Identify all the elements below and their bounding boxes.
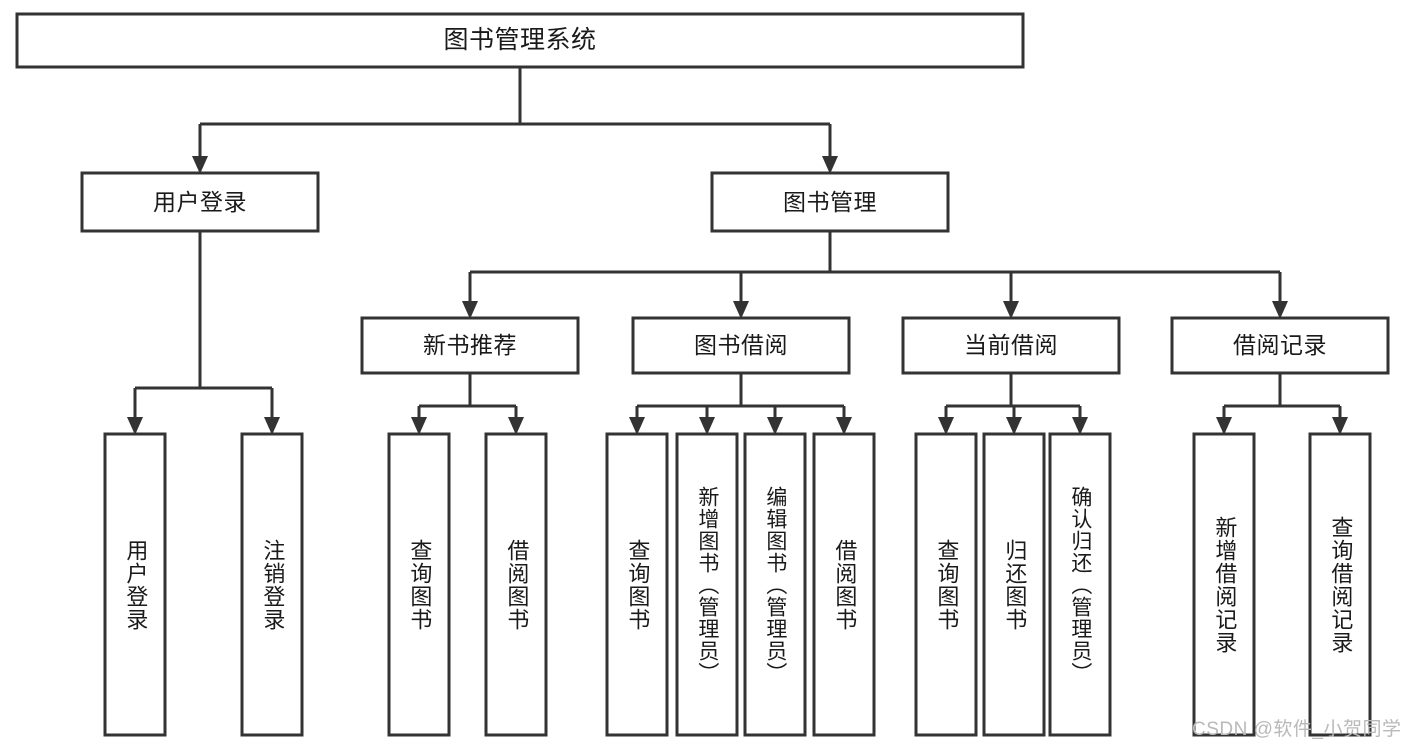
arrow-icon-to-book-management bbox=[822, 156, 838, 174]
node-box-leaf-current-borrow-0[interactable] bbox=[914, 432, 978, 737]
node-box-root[interactable] bbox=[15, 12, 1025, 69]
arrow-icon-leaf-user-login-0 bbox=[127, 417, 143, 435]
arrow-icon-to-user-login bbox=[192, 156, 208, 174]
node-box-user-login[interactable] bbox=[80, 171, 320, 233]
node-box-leaf-book-borrow-3[interactable] bbox=[812, 432, 876, 737]
arrow-icon-leaf-book-borrow-3 bbox=[836, 417, 852, 435]
node-box-leaf-book-borrow-1[interactable] bbox=[675, 432, 739, 737]
arrow-icon-leaf-current-borrow-0 bbox=[938, 417, 954, 435]
node-box-leaf-current-borrow-2[interactable] bbox=[1048, 432, 1112, 737]
arrow-icon-leaf-current-borrow-2 bbox=[1072, 417, 1088, 435]
node-box-book-management[interactable] bbox=[710, 171, 950, 233]
node-box-leaf-current-borrow-1[interactable] bbox=[982, 432, 1046, 737]
arrow-icon-to-new-book-recommend bbox=[462, 301, 478, 319]
node-box-leaf-borrow-record-1[interactable] bbox=[1308, 432, 1372, 737]
node-box-current-borrow[interactable] bbox=[901, 316, 1121, 375]
arrow-icon-leaf-borrow-record-1 bbox=[1332, 417, 1348, 435]
node-box-leaf-user-login-0[interactable] bbox=[103, 432, 167, 737]
node-box-new-book-recommend[interactable] bbox=[360, 316, 580, 375]
node-box-leaf-user-login-1[interactable] bbox=[240, 432, 304, 737]
node-box-leaf-new-book-0[interactable] bbox=[387, 432, 451, 737]
node-box-leaf-book-borrow-2[interactable] bbox=[743, 432, 807, 737]
arrow-icon-to-borrow-record bbox=[1272, 301, 1288, 319]
arrow-icon-leaf-book-borrow-0 bbox=[629, 417, 645, 435]
arrow-icon-leaf-user-login-1 bbox=[264, 417, 280, 435]
node-box-leaf-book-borrow-0[interactable] bbox=[605, 432, 669, 737]
node-box-leaf-borrow-record-0[interactable] bbox=[1192, 432, 1256, 737]
arrow-icon-leaf-new-book-0 bbox=[411, 417, 427, 435]
arrow-icon-leaf-borrow-record-0 bbox=[1216, 417, 1232, 435]
arrow-icon-leaf-current-borrow-1 bbox=[1006, 417, 1022, 435]
arrow-icon-leaf-book-borrow-1 bbox=[699, 417, 715, 435]
node-box-leaf-new-book-1[interactable] bbox=[484, 432, 548, 737]
arrow-icon-leaf-new-book-1 bbox=[508, 417, 524, 435]
arrow-icon-to-current-borrow bbox=[1003, 301, 1019, 319]
arrow-icon-leaf-book-borrow-2 bbox=[767, 417, 783, 435]
arrow-icon-to-book-borrow bbox=[733, 301, 749, 319]
node-box-borrow-record[interactable] bbox=[1170, 316, 1390, 375]
node-box-book-borrow[interactable] bbox=[631, 316, 851, 375]
